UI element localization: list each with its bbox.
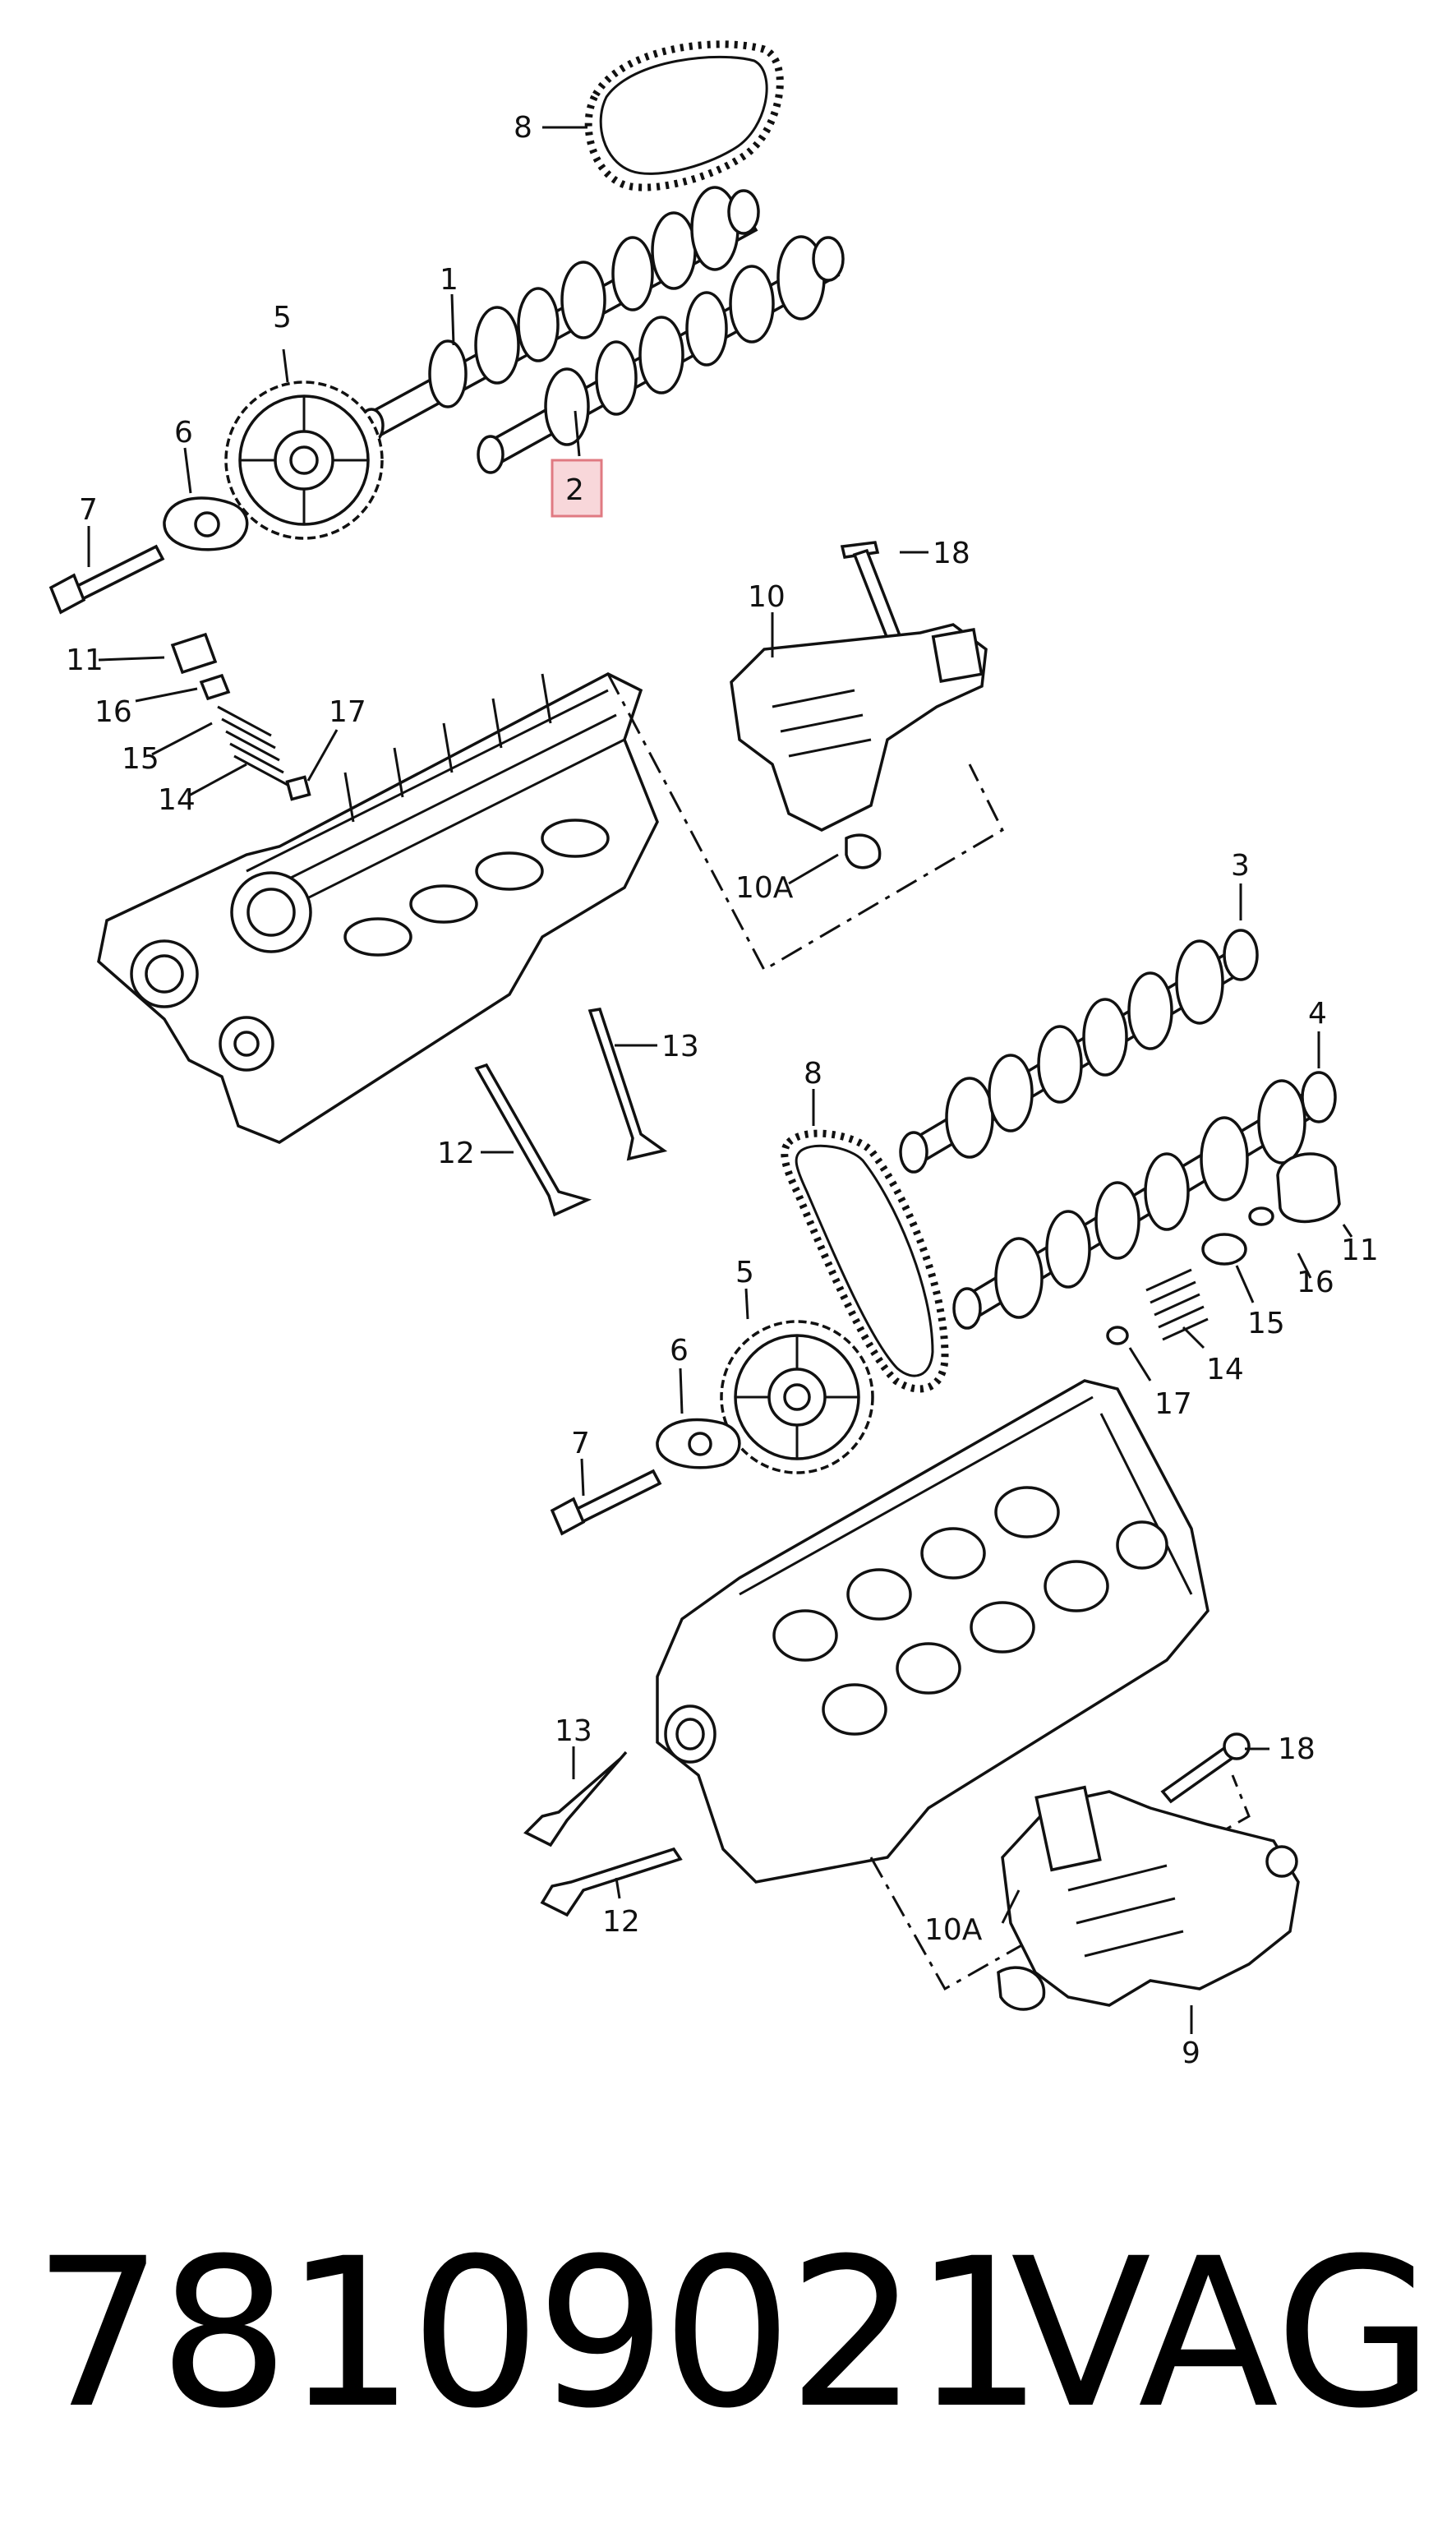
callout-5-lower: 5 [735,1256,754,1289]
timing-chain-top [584,40,784,191]
callout-16-lower: 16 [1297,1266,1334,1299]
valve-parts-lower [1106,1152,1341,1345]
callout-15-upper: 15 [122,742,159,776]
exploded-parts-diagram: 8 1 5 6 7 2 11 16 15 14 17 18 10 10A 3 4… [48,40,1379,2070]
dashed-box-upper [606,673,1004,972]
bolt-7-upper [48,544,165,615]
callout-18-upper: 18 [933,537,970,570]
callout-2-highlight: 2 [551,459,603,518]
callout-12-lower: 12 [602,1905,640,1939]
camshaft-3 [899,929,1259,1174]
footer: 78109021 VAG [33,2211,1434,2457]
cylinder-head-lower [656,1379,1209,1884]
callout-13-upper: 13 [661,1030,699,1063]
callout-14-lower: 14 [1206,1353,1244,1386]
part-number: 78109021 [33,2214,1044,2453]
leader-lines [87,126,1353,2034]
valves-lower [523,1751,683,1917]
callout-6-lower: 6 [670,1334,689,1368]
camshaft-2 [477,235,845,474]
callout-11-upper: 11 [66,643,104,677]
callout-14-upper: 14 [158,783,196,817]
timing-chain-lower [781,1129,949,1393]
callout-10A-lower: 10A [924,1913,983,1947]
valve-parts-upper [170,632,311,801]
washer-6-upper [163,496,249,551]
camshaft-1 [358,186,760,444]
callout-13-lower: 13 [555,1714,592,1748]
callout-7-upper: 7 [79,493,98,527]
callout-9: 9 [1182,2037,1200,2070]
callout-1: 1 [440,263,458,297]
valves-upper [474,1008,668,1217]
callout-11-lower: 11 [1341,1234,1379,1267]
callout-16-upper: 16 [94,695,132,729]
callout-2-box [551,459,603,518]
callout-10: 10 [748,580,786,614]
cylinder-head-upper [97,672,659,1144]
callout-2: 2 [565,473,584,507]
callout-8-top: 8 [514,111,532,145]
washer-6-lower [656,1418,741,1469]
callout-17-lower: 17 [1154,1387,1192,1421]
bolt-18-lower [1160,1732,1251,1804]
sprocket-5-lower [720,1320,874,1474]
adjuster-9-lower [997,1785,1300,2011]
callout-8-lower: 8 [804,1057,822,1091]
brand-name: VAG [1011,2214,1435,2453]
bolt-18-upper [840,541,906,652]
callout-17-upper: 17 [329,695,366,729]
callout-6-upper: 6 [174,416,193,450]
callout-5-upper: 5 [273,301,292,334]
callout-12-upper: 12 [437,1137,475,1170]
bolt-7-lower [550,1469,662,1536]
callout-3: 3 [1231,849,1250,883]
callout-labels: 8 1 5 6 7 2 11 16 15 14 17 18 10 10A 3 4… [66,111,1379,2070]
sprocket-5-upper [224,381,384,540]
camshaft-4 [952,1071,1337,1330]
callout-10A-upper: 10A [735,871,794,905]
callout-4: 4 [1308,997,1327,1031]
adjuster-10-upper [730,623,988,869]
callout-7-lower: 7 [571,1427,590,1460]
callout-18-lower: 18 [1278,1732,1315,1766]
callout-15-lower: 15 [1247,1307,1285,1340]
